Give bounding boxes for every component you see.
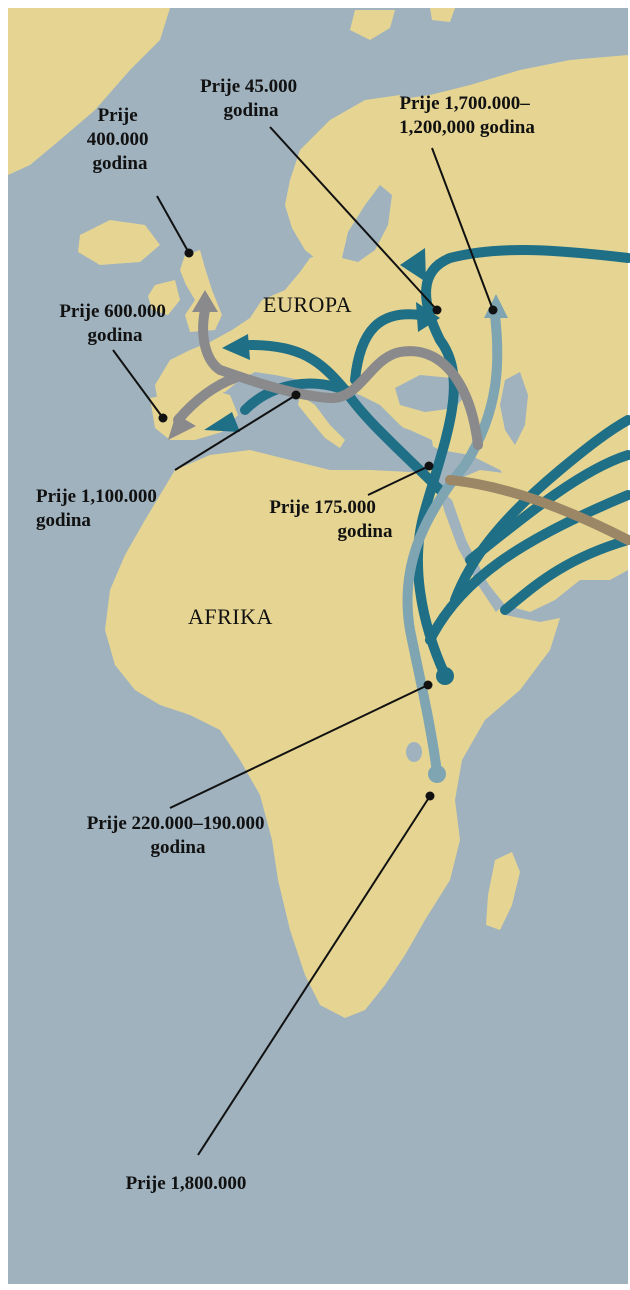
marker-dot xyxy=(184,248,194,258)
italy-landmass xyxy=(298,395,345,448)
marker-dot xyxy=(291,390,301,400)
annotation-600k-text: Prije 600.000 godina xyxy=(59,301,170,346)
arrowhead-west-europe xyxy=(222,334,250,360)
leader-line xyxy=(169,684,429,809)
route-dark-teal-north xyxy=(413,245,630,680)
route-dark-teal-east-3 xyxy=(465,450,630,565)
annotation-1100k xyxy=(174,390,301,471)
annotation-line: Prije 1,800.000 xyxy=(126,1173,247,1194)
annotation-line: Prije 1,700.000– xyxy=(399,93,530,114)
arrowhead-grey-iberia xyxy=(168,414,196,440)
annotation-220k-text: Prije 220.000–190.000 godina xyxy=(87,813,270,858)
marker-dot xyxy=(488,305,498,315)
baltic-sea xyxy=(342,185,392,262)
annotation-line: godina xyxy=(93,153,148,174)
arrowhead-east-north xyxy=(400,248,426,282)
greenland-landmass xyxy=(8,8,170,175)
ireland-landmass xyxy=(148,280,180,315)
marker-dot xyxy=(425,791,435,801)
annotation-1700k-text: Prije 1,700.000– 1,200,000 godina xyxy=(399,93,535,138)
annotation-line: godina xyxy=(88,325,143,346)
leader-line xyxy=(174,394,297,471)
leader-line xyxy=(269,126,438,311)
annotation-line: 1,200,000 godina xyxy=(399,117,535,138)
iceland-landmass xyxy=(78,220,160,265)
annotation-175k xyxy=(367,461,434,496)
madagascar-landmass xyxy=(486,852,520,930)
marker-dot xyxy=(158,413,168,423)
annotation-line: Prije 175.000 xyxy=(269,497,376,518)
annotation-45k-text: Prije 45.000 godina xyxy=(200,76,302,121)
annotation-line: godina xyxy=(36,510,91,531)
leader-line xyxy=(431,147,494,311)
annotation-line: Prije 600.000 xyxy=(59,301,166,322)
marker-dot xyxy=(423,680,433,690)
annotation-45k xyxy=(269,126,442,315)
annotation-1700k xyxy=(431,147,498,315)
route-dark-teal-ne xyxy=(350,309,425,385)
leader-line xyxy=(197,795,431,1156)
arctic-island xyxy=(350,10,395,40)
annotation-line: godina xyxy=(338,521,393,542)
annotation-line: 400.000 xyxy=(87,129,149,150)
route-origin-dark xyxy=(436,667,454,685)
annotation-220k xyxy=(169,680,433,809)
annotation-1800k xyxy=(197,791,435,1156)
route-origin-light xyxy=(428,765,446,783)
mediterranean-sea xyxy=(200,398,435,470)
annotation-line: godina xyxy=(224,100,279,121)
arrowhead-europe-north xyxy=(416,302,440,332)
arrowhead-iberia-teal xyxy=(204,412,240,432)
africa-landmass xyxy=(105,450,560,1018)
route-dark-teal-east-1 xyxy=(450,415,630,605)
red-sea xyxy=(440,490,502,612)
leader-line xyxy=(156,195,190,254)
scandinavia-landmass xyxy=(285,95,410,262)
marker-dot xyxy=(424,461,434,471)
route-dark-teal-iberia xyxy=(240,378,355,415)
annotation-1800k-text: Prije 1,800.000 xyxy=(126,1173,247,1194)
leader-line xyxy=(112,349,164,419)
annotation-line: Prije xyxy=(98,105,138,126)
leader-line xyxy=(367,465,430,496)
annotation-line: godina xyxy=(151,837,206,858)
route-dark-teal-arabia xyxy=(500,535,630,615)
marker-dot xyxy=(432,305,442,315)
route-dark-teal-east-2 xyxy=(425,490,630,645)
route-grey xyxy=(198,305,483,450)
annotation-line: Prije 220.000–190.000 xyxy=(87,813,265,834)
caspian-sea xyxy=(500,372,528,445)
annotation-400k-text: Prije 400.000 godina xyxy=(87,105,154,174)
route-grey-iberia xyxy=(173,373,240,425)
annotation-1100k-text: Prije 1,100.000 godina xyxy=(36,486,162,531)
lake xyxy=(406,742,422,762)
region-label-africa: AFRIKA xyxy=(188,604,273,629)
arrowhead-grey-britain xyxy=(192,290,218,312)
annotation-line: Prije 1,100.000 xyxy=(36,486,157,507)
arctic-island xyxy=(430,8,455,22)
annotation-400k xyxy=(156,195,194,258)
annotation-600k xyxy=(112,349,168,423)
region-label-europe: EUROPA xyxy=(263,292,352,317)
annotation-175k-text: Prije 175.000 godina xyxy=(269,497,393,542)
annotation-line: Prije 45.000 xyxy=(200,76,297,97)
route-light-teal xyxy=(402,310,503,777)
route-brown xyxy=(445,475,630,545)
